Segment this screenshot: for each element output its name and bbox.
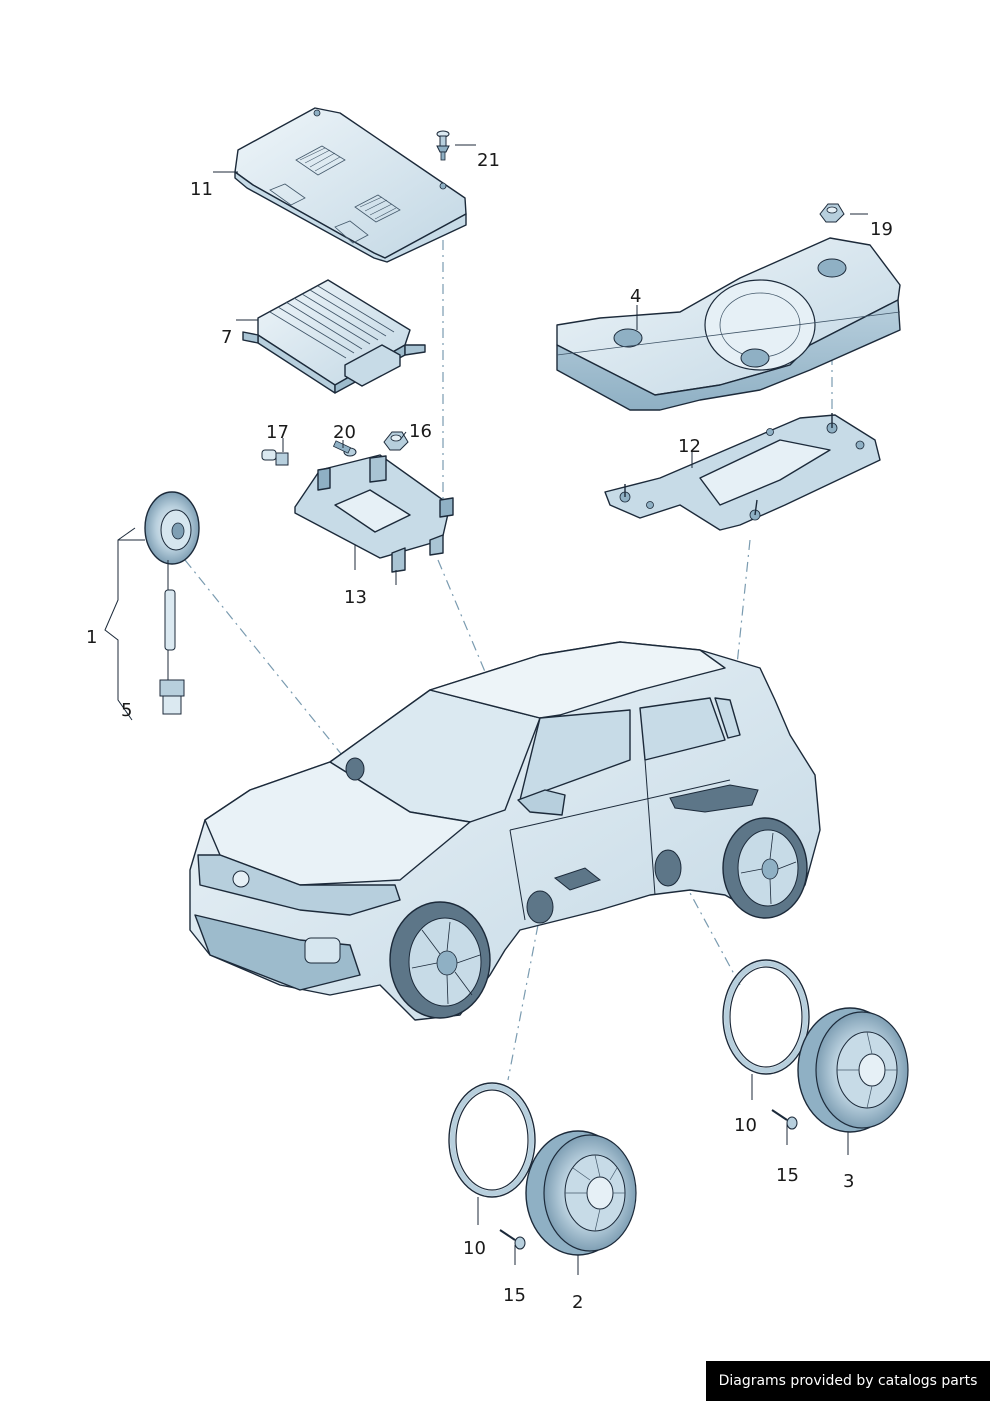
cover-part-11 xyxy=(234,107,467,263)
vehicle-illustration xyxy=(189,641,821,1021)
leader-lines xyxy=(104,144,868,1275)
speaker-part-3 xyxy=(797,1007,909,1133)
label-part-11: 11 xyxy=(190,179,213,200)
nut-part-16 xyxy=(383,431,409,451)
subwoofer-location xyxy=(669,784,759,813)
label-part-2: 2 xyxy=(572,1292,583,1313)
screw-part-21 xyxy=(436,130,450,161)
attribution-text: Diagrams provided by catalogs parts xyxy=(718,1373,978,1389)
attribution-banner: Diagrams provided by catalogs parts xyxy=(706,1361,990,1401)
amplifier-part-7 xyxy=(242,279,426,394)
subwoofer-box-part-4 xyxy=(556,237,901,411)
part-labels: 11 21 7 17 20 16 13 1 5 4 19 12 10 15 3 … xyxy=(86,150,893,1313)
speaker-part-2 xyxy=(525,1130,637,1256)
seal-ring-part-10-front xyxy=(448,1082,536,1198)
rivet-part-15-rear xyxy=(771,1109,798,1130)
nut-part-19 xyxy=(819,203,845,223)
label-part-15-rear: 15 xyxy=(776,1165,799,1186)
label-part-16: 16 xyxy=(409,421,432,442)
label-part-13: 13 xyxy=(344,587,367,608)
label-part-1: 1 xyxy=(86,627,97,648)
label-part-4: 4 xyxy=(630,286,641,307)
label-part-12: 12 xyxy=(678,436,701,457)
clip-part-17 xyxy=(261,449,289,466)
front-door-speaker-location xyxy=(526,890,554,924)
bracket-part-13 xyxy=(294,454,454,573)
label-part-19: 19 xyxy=(870,219,893,240)
rear-door-speaker-location xyxy=(654,849,682,887)
amplifier-location xyxy=(553,867,602,891)
label-part-15-front: 15 xyxy=(503,1285,526,1306)
label-part-21: 21 xyxy=(477,150,500,171)
label-part-3: 3 xyxy=(843,1171,854,1192)
screw-part-20 xyxy=(332,440,357,457)
seal-ring-part-10-rear xyxy=(722,959,810,1075)
label-part-10-front: 10 xyxy=(463,1238,486,1259)
label-part-20: 20 xyxy=(333,422,356,443)
tweeter-part-1 xyxy=(144,491,200,715)
label-part-7: 7 xyxy=(221,327,232,348)
rivet-part-15-front xyxy=(499,1229,526,1250)
label-part-10-rear: 10 xyxy=(734,1115,757,1136)
label-part-17: 17 xyxy=(266,422,289,443)
mounting-plate-part-12 xyxy=(604,413,881,531)
label-part-5: 5 xyxy=(121,700,132,721)
windshield-tweeter-location xyxy=(345,757,365,781)
